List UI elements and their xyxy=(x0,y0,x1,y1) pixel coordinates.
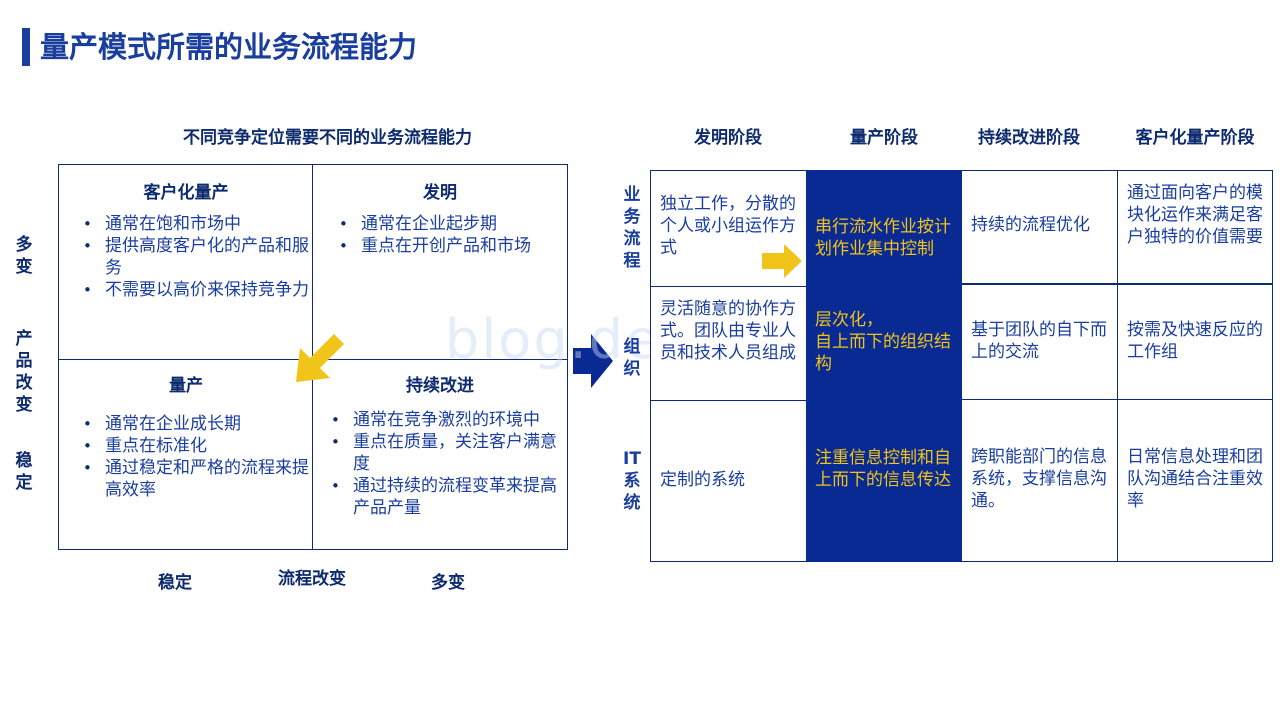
y-axis-title: 产品改变 xyxy=(15,329,33,415)
highlight-column-mass: 串行流水作业按计划作业集中控制 层次化， 自上而下的组织结构 注重信息控制和自上… xyxy=(806,170,962,562)
table-cell: 通过面向客户的模块化运作来满足客户独特的价值需要 xyxy=(1117,170,1273,284)
bullet-list: 通常在企业成长期 重点在标准化 通过稳定和严格的流程来提高效率 xyxy=(83,413,317,501)
bullet-item: 通过持续的流程变革来提高产品产量 xyxy=(331,475,571,519)
table-cell: 定制的系统 xyxy=(650,400,808,562)
cell-text: 日常信息处理和团队沟通结合注重效率 xyxy=(1127,447,1263,511)
page-title: 量产模式所需的业务流程能力 xyxy=(40,30,418,64)
bullet-item: 重点在标准化 xyxy=(83,435,317,457)
cell-text: 通过面向客户的模块化运作来满足客户独特的价值需要 xyxy=(1127,183,1263,247)
bullet-item: 重点在质量，关注客户满意度 xyxy=(331,431,571,475)
cell-text: 层次化， 自上而下的组织结构 xyxy=(815,310,951,374)
cell-text: 串行流水作业按计划作业集中控制 xyxy=(815,217,951,259)
table-cell: 按需及快速反应的工作组 xyxy=(1117,284,1273,400)
bullet-list: 通常在饱和市场中 提供高度客户化的产品和服务 不需要以高价来保持竞争力 xyxy=(83,213,315,301)
matrix-subtitle: 不同竞争定位需要不同的业务流程能力 xyxy=(183,128,472,148)
cell-text: 基于团队的自下而上的交流 xyxy=(971,320,1107,362)
bullet-item: 通常在竞争激烈的环境中 xyxy=(331,409,571,431)
quadrant-title: 客户化量产 xyxy=(143,183,229,203)
cell-text: 按需及快速反应的工作组 xyxy=(1127,320,1263,362)
table-cell: 灵活随意的协作方式。团队由专业人员和技术人员组成 xyxy=(650,286,808,401)
y-axis-bottom-label: 稳定 xyxy=(15,451,33,493)
quadrant-title: 发明 xyxy=(423,183,457,203)
column-header-mass: 量产阶段 xyxy=(850,128,918,148)
quadrant-mass-production: 量产 通常在企业成长期 重点在标准化 通过稳定和严格的流程来提高效率 xyxy=(58,359,314,550)
bullet-list: 通常在企业起步期 重点在开创产品和市场 xyxy=(339,213,571,257)
gold-right-arrow-icon xyxy=(762,244,802,278)
bullet-item: 通过稳定和严格的流程来提高效率 xyxy=(83,457,317,501)
bullet-list: 通常在竞争激烈的环境中 重点在质量，关注客户满意度 通过持续的流程变革来提高产品… xyxy=(331,409,571,519)
title-accent-bar xyxy=(22,28,30,66)
bullet-item: 通常在企业成长期 xyxy=(83,413,317,435)
bullet-item: 提供高度客户化的产品和服务 xyxy=(83,235,315,279)
bullet-item: 通常在企业起步期 xyxy=(339,213,571,235)
gold-diagonal-arrow-icon xyxy=(296,334,344,382)
quadrant-invention: 发明 通常在企业起步期 重点在开创产品和市场 xyxy=(312,164,568,361)
bullet-item: 重点在开创产品和市场 xyxy=(339,235,571,257)
row-label-process: 业务流程 xyxy=(623,185,641,271)
quadrant-custom-mass: 客户化量产 通常在饱和市场中 提供高度客户化的产品和服务 不需要以高价来保持竞争… xyxy=(58,164,314,361)
row-label-organization: 组织 xyxy=(623,337,641,379)
cell-text: 跨职能部门的信息系统，支撑信息沟通。 xyxy=(971,447,1107,511)
cell-text: 定制的系统 xyxy=(660,470,745,490)
quadrant-title: 量产 xyxy=(169,376,203,396)
column-header-improvement: 持续改进阶段 xyxy=(978,128,1080,148)
quadrant-continuous-improvement: 持续改进 通常在竞争激烈的环境中 重点在质量，关注客户满意度 通过持续的流程变革… xyxy=(312,359,568,550)
x-axis-right-label: 多变 xyxy=(431,573,465,593)
cell-text: 持续的流程优化 xyxy=(971,215,1090,235)
x-axis-left-label: 稳定 xyxy=(158,573,192,593)
bullet-item: 不需要以高价来保持竞争力 xyxy=(83,279,315,301)
right-arrow-icon xyxy=(573,334,613,388)
cell-text: 独立工作，分散的个人或小组运作方式 xyxy=(660,194,796,258)
row-label-it: IT系统 xyxy=(623,449,641,513)
table-cell: 基于团队的自下而上的交流 xyxy=(961,284,1118,400)
column-header-invention: 发明阶段 xyxy=(694,128,762,148)
x-axis-title: 流程改变 xyxy=(278,569,346,589)
cell-text: 灵活随意的协作方式。团队由专业人员和技术人员组成 xyxy=(660,299,796,363)
table-cell: 持续的流程优化 xyxy=(961,170,1118,284)
table-cell: 日常信息处理和团队沟通结合注重效率 xyxy=(1117,399,1273,562)
table-cell: 跨职能部门的信息系统，支撑信息沟通。 xyxy=(961,399,1118,562)
bullet-item: 通常在饱和市场中 xyxy=(83,213,315,235)
column-header-custom: 客户化量产阶段 xyxy=(1135,128,1255,148)
y-axis-top-label: 多变 xyxy=(15,235,33,277)
cell-text: 注重信息控制和自上而下的信息传达 xyxy=(815,448,951,490)
quadrant-title: 持续改进 xyxy=(406,376,474,396)
